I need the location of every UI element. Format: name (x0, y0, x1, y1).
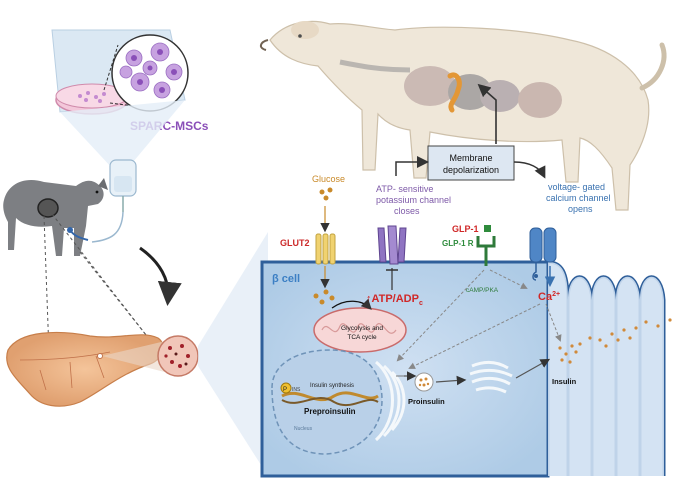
katp-text-line2: potassium channel (376, 195, 451, 205)
proinsulin-vesicle-icon (414, 372, 434, 392)
pdx1-factor-icon (280, 382, 292, 394)
endoplasmic-reticulum-icon (374, 360, 406, 442)
glp1-ligand-icon (484, 225, 491, 232)
pancreas-illustration (6, 331, 164, 407)
katp-text-line1: ATP- sensitive (376, 184, 433, 194)
katp-to-membrane-arrow (395, 156, 429, 176)
nucleus-icon (271, 349, 383, 455)
pdx1-label: P (283, 387, 287, 393)
ca-text-line2: calcium channel (546, 193, 611, 203)
insulin-granules (558, 318, 672, 364)
nucleus-label: Nucleus (294, 426, 313, 432)
glp1-label: GLP-1 (452, 224, 479, 234)
small-dog-illustration (3, 178, 108, 256)
mitochondrion-icon (313, 307, 407, 353)
glucose-molecules (313, 187, 335, 305)
glp1r-label: GLP-1 R (442, 239, 474, 248)
katp-text-line3: closes (394, 206, 420, 216)
ca2-label: Ca2+ (538, 291, 560, 303)
ca-text-line3: opens (568, 204, 593, 214)
insulin-synthesis-label: Insulin synthesis (310, 383, 354, 389)
membrane-to-ca-arrow (513, 161, 546, 179)
ins-gene-label: INS (292, 387, 301, 393)
membrane-text-line2: depolarization (443, 165, 499, 175)
ca-text-line1: voltage- gated (548, 182, 605, 192)
cell-projection (198, 232, 268, 476)
dashed-link-right (51, 213, 151, 341)
glut2-label: GLUT2 (280, 238, 310, 248)
iv-bag-icon (91, 159, 137, 243)
glycolysis-text-line2: TCA cycle (347, 334, 377, 341)
process-arrow (139, 246, 182, 306)
glycolysis-text-line1: Glycolysis and (341, 325, 383, 332)
golgi-apparatus-icon (469, 360, 513, 394)
insulin-label: Insulin (552, 377, 577, 386)
preproinsulin-label: Preproinsulin (304, 407, 356, 416)
islet-zoom (157, 335, 199, 377)
projection-funnel (60, 100, 185, 168)
beta-cell-label: β cell (272, 273, 300, 285)
membrane-text-line1: Membrane (449, 153, 492, 163)
membrane-to-dog-arrow (477, 83, 497, 144)
katp-channel-icon (377, 225, 407, 265)
glucose-label: Glucose (312, 174, 345, 184)
dna-strand (281, 391, 379, 402)
calcium-channel-icon (529, 227, 557, 281)
membrane-depolarization-box (427, 145, 515, 181)
glp1-receptor-icon (476, 236, 496, 266)
dog-pancreas-icon (447, 72, 462, 113)
proinsulin-label: Proinsulin (408, 397, 445, 406)
atp-adp-label: ↑ATP/ADPc (366, 293, 423, 307)
camp-pka-label: cAMP/PKA (466, 287, 499, 294)
glut2-transporter-icon (315, 233, 336, 265)
